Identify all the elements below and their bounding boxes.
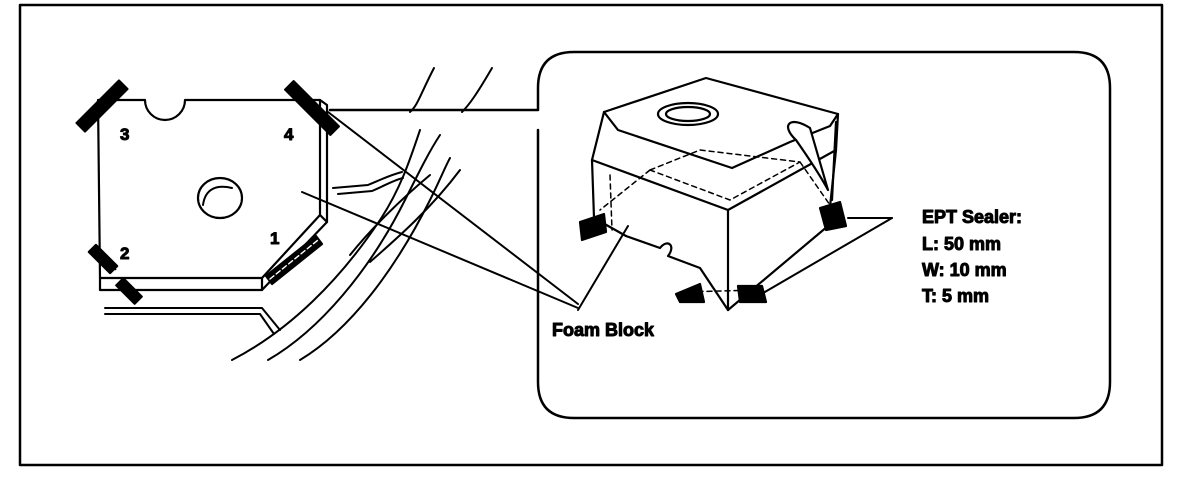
corner-number-1: 1 (270, 229, 279, 248)
detail-seal-bottom-a (674, 282, 706, 304)
seal-pad-4 (284, 80, 340, 136)
detail-callout-bubble (328, 50, 1112, 420)
detail-seal-right (818, 200, 848, 232)
detail-left-face (590, 110, 628, 238)
detail-seal-left (578, 212, 608, 242)
detail-foam-block (578, 76, 848, 312)
zoom-connectors (301, 111, 579, 309)
corner-number-4: 4 (284, 125, 294, 144)
seal-pad-2 (87, 243, 119, 275)
foam-block-label: Foam Block (552, 320, 655, 340)
foam-block-leader (577, 225, 629, 311)
detail-seal-bottom-b (736, 284, 768, 304)
left-foam-block (75, 79, 340, 305)
corner-number-2: 2 (120, 244, 129, 263)
seal-pad-1 (264, 234, 324, 286)
sealer-width: W: 10 mm (922, 260, 1007, 280)
sealer-length: L: 50 mm (922, 234, 1001, 254)
background-hoses (104, 67, 493, 361)
detail-hidden-edges (649, 149, 801, 201)
seal-pad-2b (115, 277, 143, 305)
sealer-thickness: T: 5 mm (922, 286, 989, 306)
detail-top-hole (656, 101, 720, 127)
sealer-leader-b (757, 217, 893, 297)
corner-number-3: 3 (120, 125, 129, 144)
panel-center-hole (196, 176, 244, 220)
seal-pad-3 (75, 79, 129, 133)
leader-lines (577, 217, 893, 311)
sealer-title: EPT Sealer: (922, 207, 1022, 227)
panel-front-edge (98, 276, 264, 292)
figure-frame (18, 3, 1164, 467)
